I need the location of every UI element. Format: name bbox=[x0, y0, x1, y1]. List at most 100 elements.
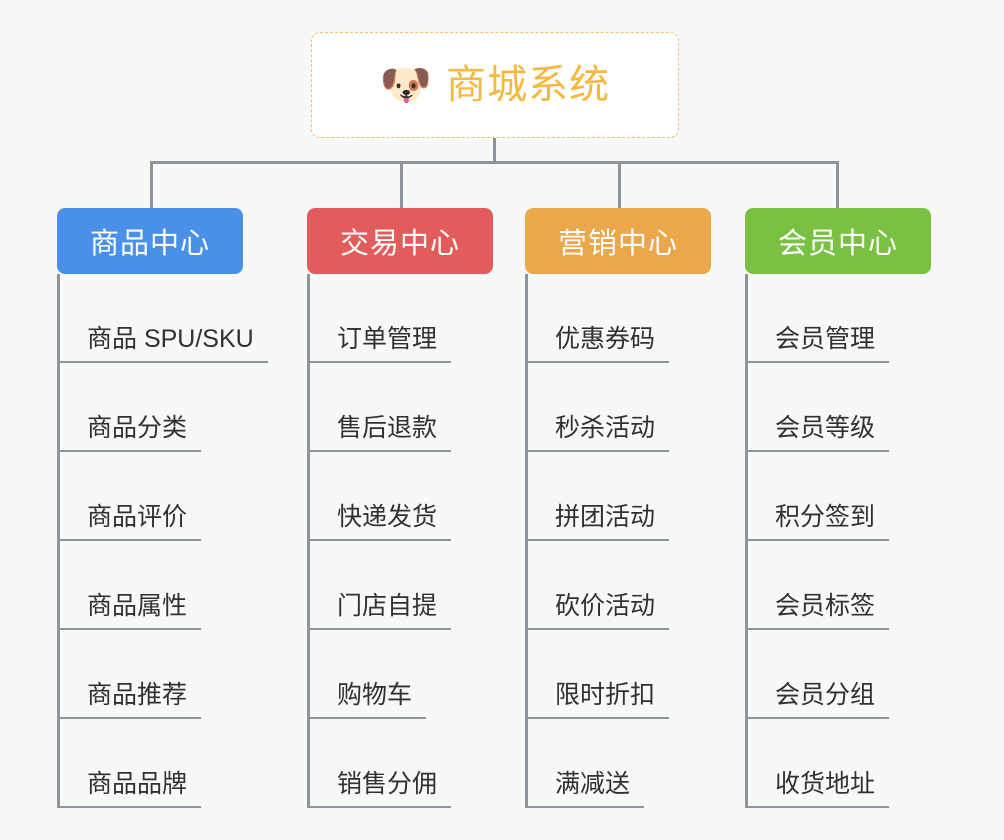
branch-column-trade-center: 交易中心 订单管理 售后退款 快递发货 门店自提 bbox=[307, 208, 493, 808]
branch-bus-line bbox=[150, 161, 839, 164]
branch-header-trade-center[interactable]: 交易中心 bbox=[307, 208, 493, 274]
leaf-item[interactable]: 会员标签 bbox=[745, 541, 931, 630]
leaf-label: 商品推荐 bbox=[87, 681, 188, 710]
root-node[interactable]: 🐶 商城系统 bbox=[311, 32, 679, 138]
leaf-underline: 秒杀活动 bbox=[525, 414, 670, 452]
leaf-label: 会员等级 bbox=[775, 414, 876, 443]
branch-trunk-line bbox=[525, 274, 528, 808]
leaf-item[interactable]: 快递发货 bbox=[307, 452, 493, 541]
leaf-item[interactable]: 订单管理 bbox=[307, 274, 493, 363]
leaf-underline: 优惠券码 bbox=[525, 325, 670, 363]
branch-trunk-line bbox=[307, 274, 310, 808]
leaf-item[interactable]: 秒杀活动 bbox=[525, 363, 711, 452]
root-title: 商城系统 bbox=[446, 63, 611, 107]
leaf-underline: 会员分组 bbox=[745, 681, 890, 719]
branch-column-member-center: 会员中心 会员管理 会员等级 积分签到 会员标签 bbox=[745, 208, 931, 808]
leaf-item[interactable]: 门店自提 bbox=[307, 541, 493, 630]
leaf-label: 积分签到 bbox=[775, 503, 876, 532]
leaf-underline: 商品属性 bbox=[57, 592, 202, 630]
leaf-item[interactable]: 积分签到 bbox=[745, 452, 931, 541]
leaf-label: 商品品牌 bbox=[87, 770, 188, 799]
leaf-item[interactable]: 拼团活动 bbox=[525, 452, 711, 541]
leaf-item[interactable]: 商品评价 bbox=[57, 452, 243, 541]
leaf-label: 商品评价 bbox=[87, 503, 188, 532]
leaf-label: 会员管理 bbox=[775, 325, 876, 354]
leaf-item[interactable]: 满减送 bbox=[525, 719, 711, 808]
leaf-label: 销售分佣 bbox=[337, 770, 438, 799]
leaf-underline: 商品 SPU/SKU bbox=[57, 325, 268, 363]
branch-trunk-line bbox=[57, 274, 60, 808]
dog-face-icon: 🐶 bbox=[379, 61, 433, 108]
leaf-underline: 砍价活动 bbox=[525, 592, 670, 630]
branch-trunk-line bbox=[745, 274, 748, 808]
leaf-underline: 会员标签 bbox=[745, 592, 890, 630]
leaf-underline: 商品品牌 bbox=[57, 770, 202, 808]
leaf-label: 会员标签 bbox=[775, 592, 876, 621]
leaf-item[interactable]: 销售分佣 bbox=[307, 719, 493, 808]
leaf-label: 快递发货 bbox=[337, 503, 438, 532]
leaf-underline: 快递发货 bbox=[307, 503, 452, 541]
leaf-item[interactable]: 商品属性 bbox=[57, 541, 243, 630]
branch-header-member-center[interactable]: 会员中心 bbox=[745, 208, 931, 274]
leaf-label: 售后退款 bbox=[337, 414, 438, 443]
leaf-item[interactable]: 商品分类 bbox=[57, 363, 243, 452]
leaf-underline: 满减送 bbox=[525, 770, 645, 808]
leaf-underline: 商品评价 bbox=[57, 503, 202, 541]
leaf-underline: 拼团活动 bbox=[525, 503, 670, 541]
branch-header-label: 会员中心 bbox=[777, 228, 898, 260]
branch-header-product-center[interactable]: 商品中心 bbox=[57, 208, 243, 274]
leaf-item[interactable]: 商品推荐 bbox=[57, 630, 243, 719]
branch-column-product-center: 商品中心 商品 SPU/SKU 商品分类 商品评价 商品属性 bbox=[57, 208, 268, 808]
leaf-item[interactable]: 优惠券码 bbox=[525, 274, 711, 363]
leaf-underline: 购物车 bbox=[307, 681, 427, 719]
branch-items-trade-center: 订单管理 售后退款 快递发货 门店自提 购物车 bbox=[307, 274, 493, 808]
leaf-underline: 门店自提 bbox=[307, 592, 452, 630]
leaf-label: 砍价活动 bbox=[555, 592, 656, 621]
root-stem-line bbox=[493, 138, 496, 164]
leaf-label: 会员分组 bbox=[775, 681, 876, 710]
leaf-item[interactable]: 会员等级 bbox=[745, 363, 931, 452]
branch-drop-line-3 bbox=[836, 161, 839, 208]
leaf-label: 拼团活动 bbox=[555, 503, 656, 532]
branch-header-label: 交易中心 bbox=[339, 228, 460, 260]
branch-items-marketing-center: 优惠券码 秒杀活动 拼团活动 砍价活动 限时折扣 bbox=[525, 274, 711, 808]
leaf-item[interactable]: 购物车 bbox=[307, 630, 493, 719]
leaf-item[interactable]: 会员分组 bbox=[745, 630, 931, 719]
leaf-underline: 限时折扣 bbox=[525, 681, 670, 719]
leaf-underline: 销售分佣 bbox=[307, 770, 452, 808]
leaf-label: 门店自提 bbox=[337, 592, 438, 621]
leaf-item[interactable]: 商品 SPU/SKU bbox=[57, 274, 268, 363]
leaf-label: 商品属性 bbox=[87, 592, 188, 621]
leaf-label: 限时折扣 bbox=[555, 681, 656, 710]
leaf-underline: 商品分类 bbox=[57, 414, 202, 452]
branch-items-product-center: 商品 SPU/SKU 商品分类 商品评价 商品属性 商品推荐 bbox=[57, 274, 268, 808]
leaf-label: 优惠券码 bbox=[555, 325, 656, 354]
branch-items-member-center: 会员管理 会员等级 积分签到 会员标签 会员分组 bbox=[745, 274, 931, 808]
leaf-underline: 收货地址 bbox=[745, 770, 890, 808]
branch-drop-line-2 bbox=[618, 161, 621, 208]
leaf-underline: 积分签到 bbox=[745, 503, 890, 541]
branch-column-marketing-center: 营销中心 优惠券码 秒杀活动 拼团活动 砍价活动 bbox=[525, 208, 711, 808]
leaf-label: 秒杀活动 bbox=[555, 414, 656, 443]
leaf-underline: 订单管理 bbox=[307, 325, 452, 363]
branch-header-label: 商品中心 bbox=[89, 228, 210, 260]
leaf-underline: 会员管理 bbox=[745, 325, 890, 363]
branch-header-label: 营销中心 bbox=[557, 228, 678, 260]
leaf-label: 满减送 bbox=[555, 770, 631, 799]
leaf-item[interactable]: 砍价活动 bbox=[525, 541, 711, 630]
leaf-label: 购物车 bbox=[337, 681, 413, 710]
branch-header-marketing-center[interactable]: 营销中心 bbox=[525, 208, 711, 274]
leaf-underline: 售后退款 bbox=[307, 414, 452, 452]
leaf-label: 订单管理 bbox=[337, 325, 438, 354]
leaf-label: 商品 SPU/SKU bbox=[87, 325, 254, 354]
leaf-item[interactable]: 售后退款 bbox=[307, 363, 493, 452]
leaf-label: 收货地址 bbox=[775, 770, 876, 799]
branch-drop-line-1 bbox=[400, 161, 403, 208]
leaf-item[interactable]: 商品品牌 bbox=[57, 719, 243, 808]
leaf-item[interactable]: 限时折扣 bbox=[525, 630, 711, 719]
leaf-item[interactable]: 会员管理 bbox=[745, 274, 931, 363]
leaf-label: 商品分类 bbox=[87, 414, 188, 443]
leaf-item[interactable]: 收货地址 bbox=[745, 719, 931, 808]
branch-drop-line-0 bbox=[150, 161, 153, 208]
